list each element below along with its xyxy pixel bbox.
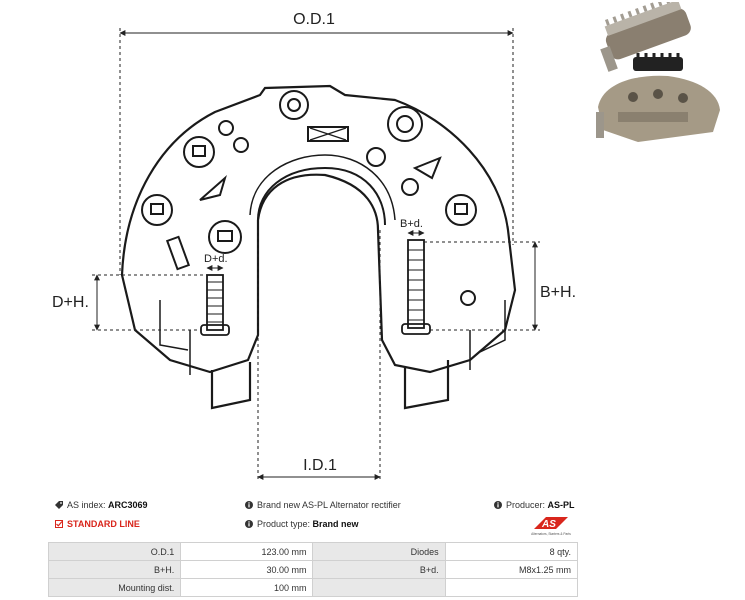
id-label: I.D.1 [303, 457, 337, 474]
producer-label: Producer: [506, 500, 546, 510]
dimension-lines [92, 28, 540, 482]
description: Brand new AS-PL Alternator rectifier [245, 500, 401, 510]
spec-label: Diodes [312, 542, 446, 561]
spec-value: 30.00 mm [180, 560, 314, 579]
spec-value [444, 578, 579, 597]
spec-value: 100 mm [180, 578, 314, 597]
spec-label: B+H. [47, 560, 182, 579]
spec-label: O.D.1 [47, 542, 182, 561]
bd-label: B+d. [400, 218, 423, 230]
product-type: Product type: Brand new [245, 519, 359, 529]
standard-line: STANDARD LINE [55, 519, 140, 529]
info-icon [494, 501, 502, 509]
producer-value: AS-PL [547, 500, 575, 510]
as-logo: AS Alternators, Starters & Parts [531, 517, 571, 536]
svg-text:Alternators, Starters & Parts: Alternators, Starters & Parts [531, 532, 571, 536]
mounting-bolts [200, 239, 431, 336]
od-label: O.D.1 [293, 11, 335, 28]
spec-value: 8 qty. [444, 542, 579, 561]
product-type-value: Brand new [312, 519, 359, 529]
svg-text:AS: AS [541, 519, 556, 530]
info-icon [245, 520, 253, 528]
table-row: O.D.1 123.00 mm Diodes 8 qty. [47, 542, 579, 561]
product-type-label: Product type: [257, 519, 311, 529]
as-index-label: AS index: [67, 500, 106, 510]
as-index: AS index: ARC3069 [55, 500, 148, 510]
info-icon [245, 501, 253, 509]
description-text: Brand new AS-PL Alternator rectifier [257, 500, 401, 510]
table-row: B+H. 30.00 mm B+d. M8x1.25 mm [47, 560, 579, 579]
producer: Producer: AS-PL [494, 500, 575, 510]
technical-drawing: O.D.1 I.D.1 B+H. D+H. B+d. D+d. [52, 11, 576, 482]
spec-label: Mounting dist. [47, 578, 182, 597]
checkbox-icon [55, 520, 63, 528]
spec-label: B+d. [312, 560, 446, 579]
product-photo [596, 2, 720, 142]
tag-icon [55, 501, 63, 509]
spec-value: M8x1.25 mm [444, 560, 579, 579]
rectifier-outline [120, 84, 517, 410]
dh-label: D+H. [52, 294, 89, 311]
spec-label [312, 578, 446, 597]
spec-value: 123.00 mm [180, 542, 314, 561]
as-index-value: ARC3069 [108, 500, 148, 510]
terminal-holes [141, 90, 477, 306]
specs-table: O.D.1 123.00 mm Diodes 8 qty. B+H. 30.00… [47, 542, 579, 597]
table-row: Mounting dist. 100 mm [47, 578, 579, 597]
standard-line-text: STANDARD LINE [67, 519, 140, 529]
bh-label: B+H. [540, 284, 576, 301]
dd-label: D+d. [204, 253, 228, 265]
